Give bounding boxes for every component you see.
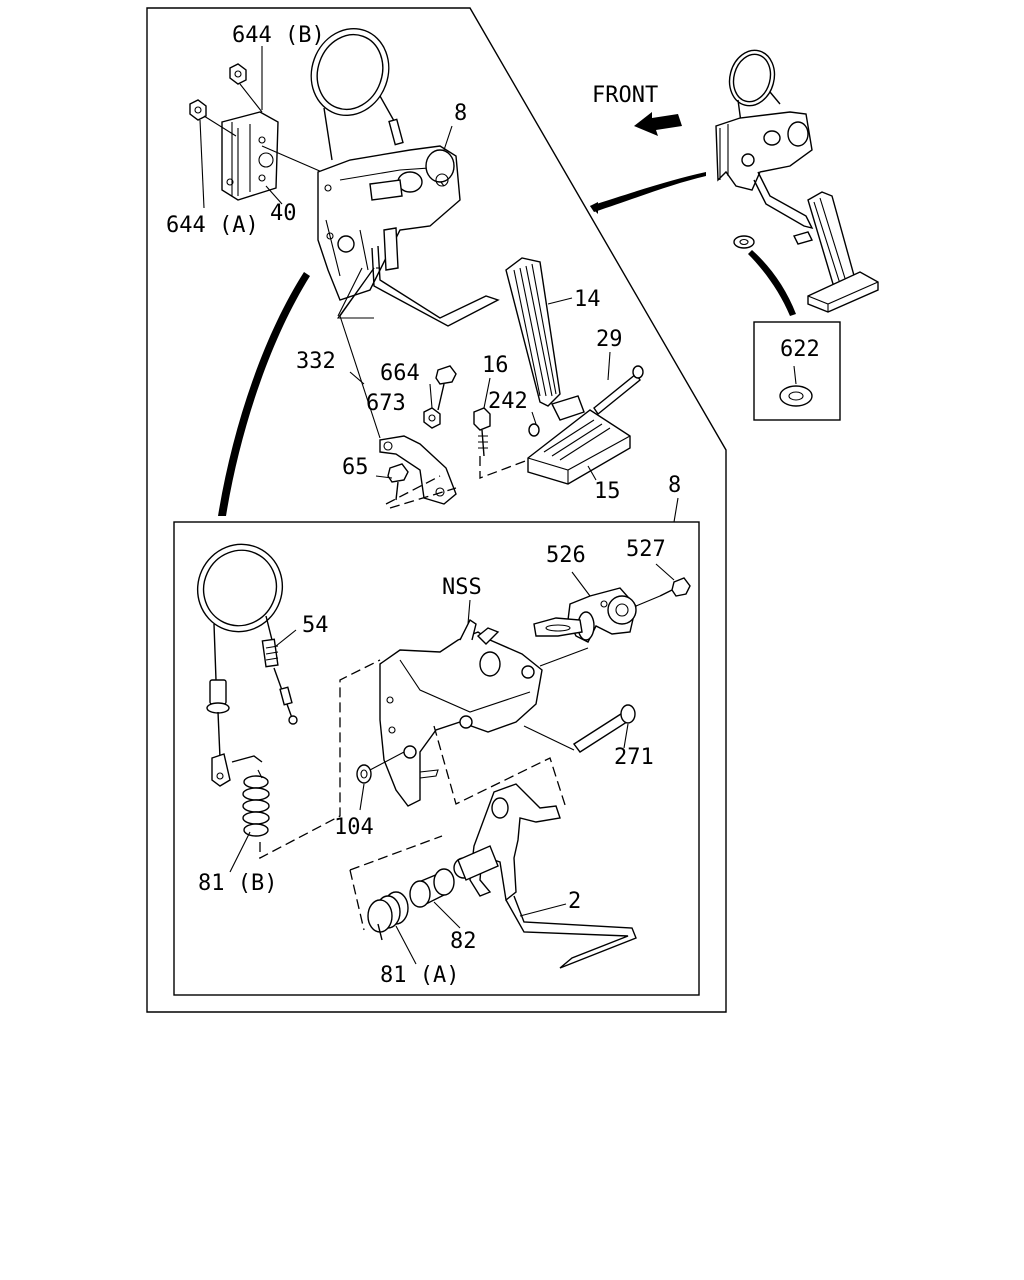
hinge-242 — [528, 395, 585, 437]
leader-overview-tail — [590, 202, 598, 214]
label-65: 65 — [342, 455, 369, 480]
bolt-664 — [435, 365, 457, 411]
pedal-arm-2 — [453, 783, 637, 969]
label-622: 622 — [780, 337, 820, 362]
spring-81a — [367, 891, 409, 941]
bracket-526 — [533, 587, 637, 643]
callout-box-622 — [753, 321, 841, 421]
label-673: 673 — [366, 391, 406, 416]
nut-673 — [423, 407, 441, 429]
label-16: 16 — [482, 353, 509, 378]
label-644a: 644 (A) — [166, 213, 259, 238]
pin-271 — [572, 704, 636, 753]
spring-81b — [231, 755, 270, 837]
nut-644b — [229, 63, 247, 85]
pedal-pad-14 — [505, 257, 561, 407]
bushing-82 — [409, 868, 455, 908]
bracket-40 — [221, 111, 279, 201]
overview-assembly — [715, 49, 879, 313]
label-242: 242 — [488, 389, 528, 414]
label-front: FRONT — [592, 83, 658, 108]
bracket-nss — [379, 618, 543, 807]
bolt-527 — [659, 577, 691, 597]
bracket-332 — [379, 435, 457, 505]
label-82: 82 — [450, 929, 477, 954]
cable-54 — [196, 543, 298, 787]
leader-overview — [590, 172, 706, 212]
label-664: 664 — [380, 361, 420, 386]
hinge-pin-29 — [593, 365, 644, 416]
bolt-16 — [473, 407, 491, 457]
label-81a: 81 (A) — [380, 963, 459, 988]
label-271: 271 — [614, 745, 654, 770]
label-644b: 644 (B) — [232, 23, 325, 48]
pedal-base-15 — [527, 409, 631, 485]
label-14: 14 — [574, 287, 601, 312]
label-8-detail: 8 — [668, 473, 681, 498]
leader-detail — [218, 272, 310, 516]
label-526: 526 — [546, 543, 586, 568]
label-104: 104 — [334, 815, 374, 840]
label-81b: 81 (B) — [198, 871, 277, 896]
pedal-assembly-top — [317, 145, 461, 301]
label-332: 332 — [296, 349, 336, 374]
nut-644a — [189, 99, 207, 121]
leader-lines — [199, 46, 797, 965]
leader-622 — [748, 250, 796, 316]
label-527: 527 — [626, 537, 666, 562]
label-15: 15 — [594, 479, 621, 504]
outer-frame — [146, 7, 727, 1013]
label-8-top: 8 — [454, 101, 467, 126]
label-29: 29 — [596, 327, 623, 352]
pedal-rod-top — [371, 245, 500, 327]
label-nss: NSS — [442, 575, 482, 600]
washer-622 — [779, 385, 813, 407]
label-40: 40 — [270, 201, 297, 226]
washer-104 — [356, 764, 372, 784]
front-arrow-icon — [634, 112, 682, 136]
cable-ring-top — [310, 27, 404, 161]
bolt-65 — [387, 463, 409, 501]
detail-box — [173, 521, 700, 996]
label-54: 54 — [302, 613, 329, 638]
label-2: 2 — [568, 889, 581, 914]
